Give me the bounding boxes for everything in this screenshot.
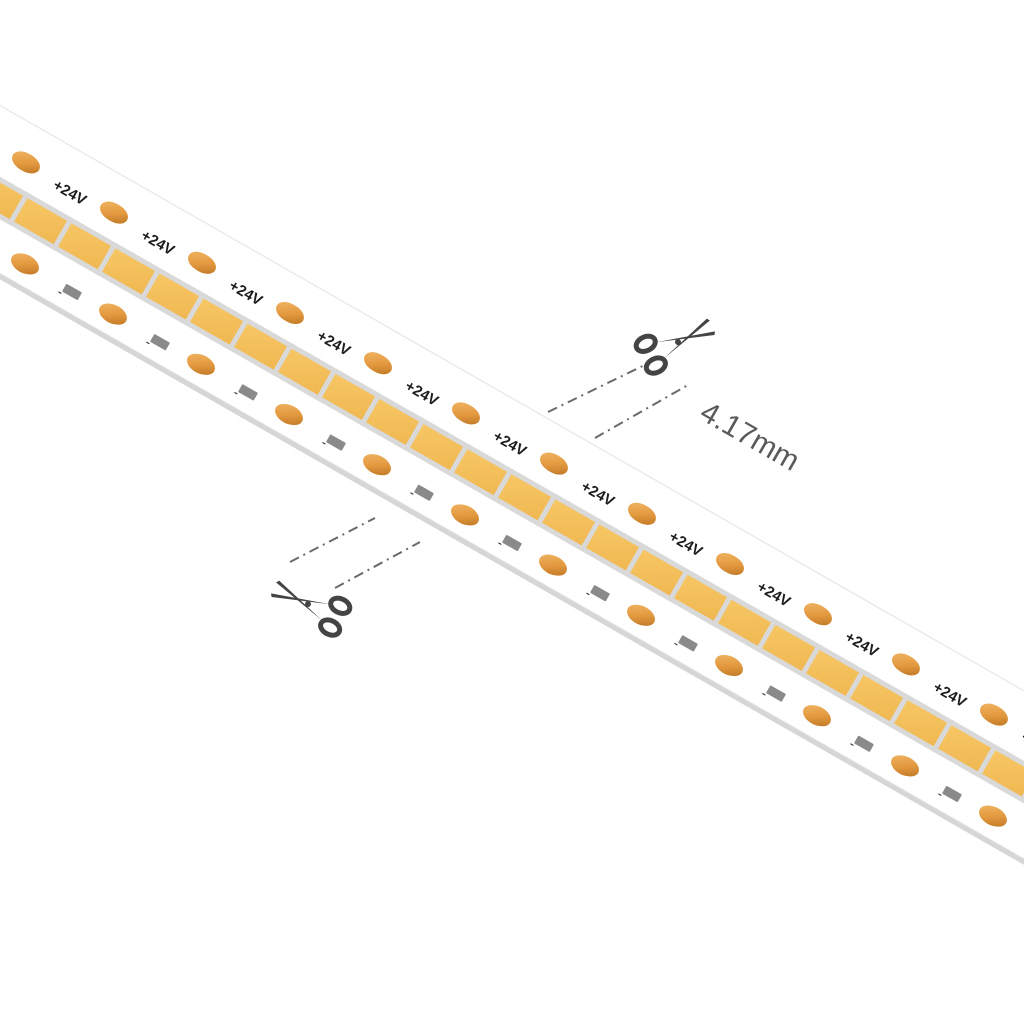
solder-pad — [365, 454, 391, 476]
dimension-line-upper-b — [594, 384, 689, 439]
strip-edge — [0, 273, 1024, 865]
resistor — [150, 334, 170, 351]
solder-pad — [893, 755, 919, 777]
solder-pad — [805, 705, 831, 727]
solder-pad — [718, 554, 744, 576]
solder-pad — [806, 604, 832, 626]
solder-pad — [453, 504, 479, 526]
positive-label: +24V — [1018, 729, 1024, 761]
solder-pad — [982, 704, 1008, 726]
solder-pad — [717, 655, 743, 677]
dimension-line-lower-a — [289, 517, 376, 563]
solder-pad — [894, 654, 920, 676]
solder-pad — [102, 202, 128, 224]
dimension-line-lower-b — [334, 541, 421, 589]
resistor — [414, 484, 434, 501]
solder-pad — [277, 404, 303, 426]
solder-pad — [981, 805, 1007, 827]
solder-pad — [366, 353, 392, 375]
scissors-icon — [633, 318, 715, 376]
resistor — [62, 283, 82, 301]
solder-pad — [541, 554, 567, 576]
dimension-line-upper-a — [547, 359, 656, 413]
solder-pad — [278, 303, 304, 325]
solder-pad — [629, 604, 655, 626]
solder-pad — [190, 252, 216, 274]
led-chip — [976, 745, 1024, 804]
solder-pad — [101, 303, 127, 325]
solder-pad — [454, 403, 480, 425]
resistor — [326, 434, 346, 451]
resistor — [854, 735, 874, 752]
dimension-label: 4.17mm — [695, 395, 805, 477]
resistor — [590, 585, 610, 602]
solder-pad — [630, 503, 656, 525]
resistor — [942, 785, 962, 803]
resistor — [678, 635, 698, 652]
solder-pad — [14, 152, 40, 174]
resistor — [766, 685, 786, 702]
positive-label: +24V — [0, 127, 1, 159]
resistor — [502, 534, 522, 552]
scissors-icon — [271, 580, 353, 638]
solder-pad — [13, 253, 39, 275]
resistor — [238, 384, 258, 401]
solder-pad — [189, 353, 215, 375]
solder-pad — [542, 453, 568, 475]
